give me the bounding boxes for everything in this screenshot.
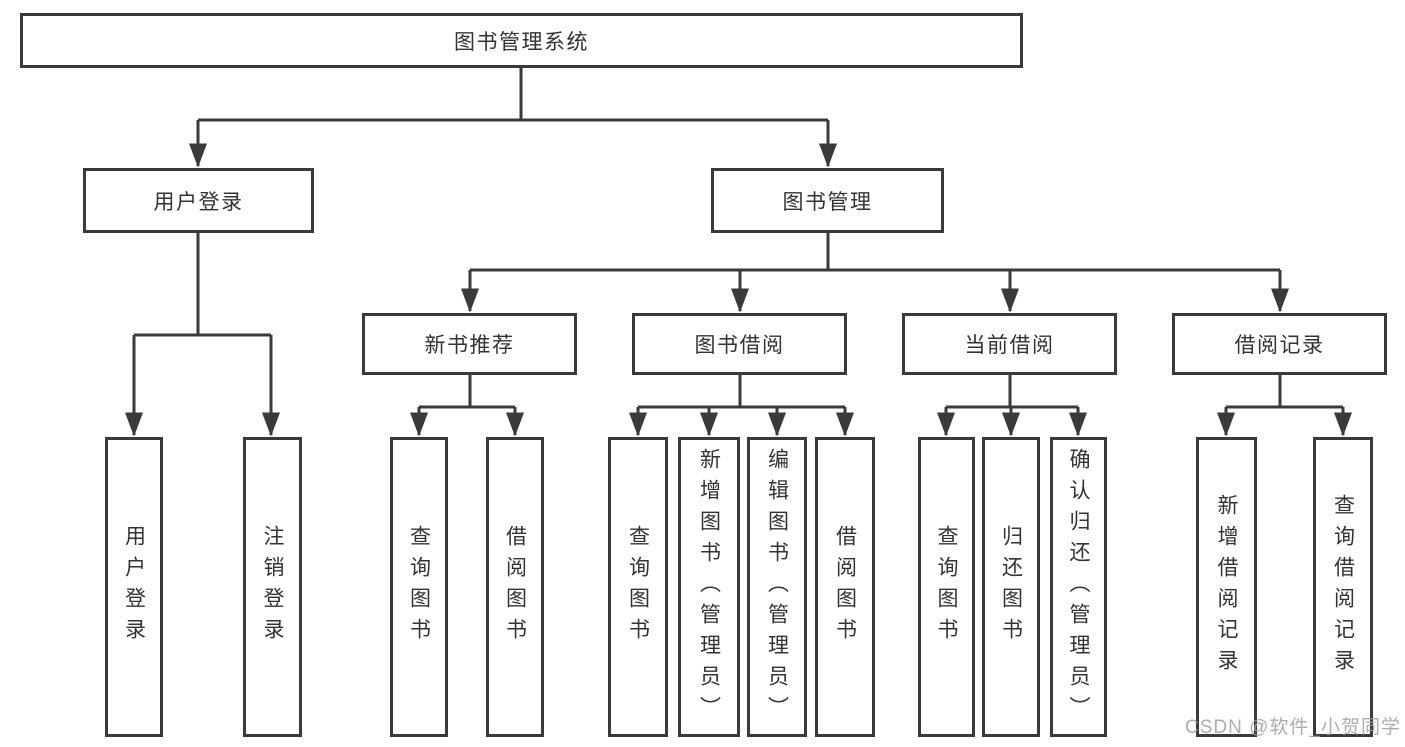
leaf-label: 新增图书（管理员） [697,447,721,727]
connector-trunks [134,68,1343,409]
leaf-return-books: 归还图书 [982,437,1040,737]
leaf-logout: 注销登录 [243,437,302,737]
leaf-label: 用户登录 [122,525,146,649]
leaf-query-books-current: 查询图书 [918,437,975,737]
leaf-borrow-books-borrow: 借阅图书 [815,437,875,737]
leaf-label: 借阅图书 [503,525,527,649]
node-library-system: 图书管理系统 [20,13,1023,68]
leaf-confirm-return-admin: 确认归还（管理员） [1050,437,1107,737]
connector-arrows [125,120,1352,437]
leaf-label: 查询图书 [935,525,958,649]
csdn-watermark: CSDN @软件_小贺同学 [1185,717,1401,738]
leaf-label: 编辑图书（管理员） [765,447,789,727]
leaf-query-books-recommend: 查询图书 [390,437,448,737]
leaf-borrow-books-recommend: 借阅图书 [486,437,544,737]
leaf-label: 查询图书 [407,525,431,649]
leaf-add-book-admin: 新增图书（管理员） [678,437,740,737]
leaf-query-books-borrow: 查询图书 [608,437,668,737]
leaf-label: 归还图书 [999,525,1023,649]
leaf-add-borrow-record: 新增借阅记录 [1196,437,1257,737]
node-book-management: 图书管理 [711,168,944,233]
node-borrow-records: 借阅记录 [1172,313,1387,375]
node-user-login: 用户登录 [83,168,314,233]
leaf-user-login: 用户登录 [105,437,163,737]
leaf-label: 查询借阅记录 [1331,494,1355,680]
leaf-label: 确认归还（管理员） [1067,447,1090,727]
node-book-borrow: 图书借阅 [632,313,847,375]
node-new-book-recommend: 新书推荐 [362,313,577,375]
leaf-label: 注销登录 [261,525,284,649]
leaf-query-borrow-record: 查询借阅记录 [1313,437,1373,737]
node-current-borrow: 当前借阅 [902,313,1117,375]
leaf-edit-book-admin: 编辑图书（管理员） [747,437,807,737]
leaf-label: 查询图书 [626,525,650,649]
leaf-label: 新增借阅记录 [1215,494,1238,680]
leaf-label: 借阅图书 [833,525,857,649]
